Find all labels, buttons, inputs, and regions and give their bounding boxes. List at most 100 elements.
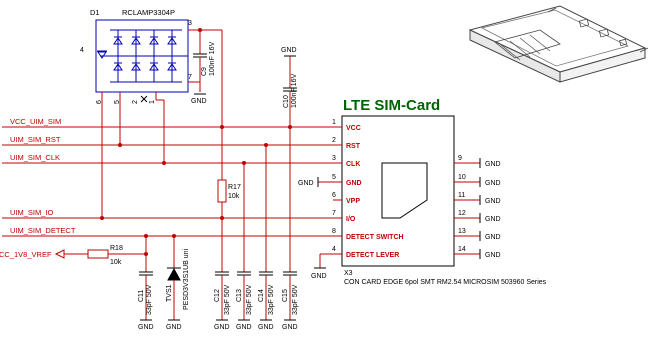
resistor-r17: R17 10k	[217, 127, 241, 218]
gnd-label: GND	[191, 98, 207, 105]
svg-text:10: 10	[458, 174, 466, 181]
right-pin-10: 10 GND	[454, 174, 501, 187]
pin-name-vpp: VPP	[346, 198, 360, 205]
vref-arrow	[54, 249, 65, 259]
diode-column-3	[149, 30, 159, 82]
esd-diode-array: D1 RCLAMP3304P 3	[80, 8, 192, 104]
diode-column-1	[113, 30, 123, 82]
svg-text:11: 11	[458, 192, 465, 199]
net-label-rst: UIM_SIM_RST	[10, 135, 61, 144]
pin-name-io: I/O	[346, 216, 356, 223]
gnd-label: GND	[258, 324, 274, 331]
diode-column-4	[167, 30, 177, 82]
r18-ref: R18	[110, 245, 123, 252]
pin-num: 7	[332, 210, 336, 217]
tvs-diode: GND TVS1 PESD3V3S1UB uni	[166, 236, 190, 331]
c9-value: 100nF 16V	[209, 41, 216, 76]
gnd-label: GND	[236, 324, 252, 331]
net-clk: UIM_SIM_CLK	[2, 153, 333, 165]
capacitor-c10: GND C10 100nF 16V	[281, 47, 298, 127]
gnd-label: GND	[282, 324, 298, 331]
c15-ref: C15	[282, 289, 289, 302]
c10-ref: C10	[283, 95, 290, 108]
sim-connector-3d-drawing	[468, 5, 649, 83]
gnd-label: GND	[166, 324, 182, 331]
connector-title: LTE SIM-Card	[343, 97, 440, 114]
diode-pin-3: 3	[188, 20, 192, 27]
svg-text:GND: GND	[485, 234, 501, 241]
diode-pin-7: 7	[188, 74, 192, 81]
r18-value: 10k	[110, 259, 122, 266]
pin-num: 8	[332, 228, 336, 235]
c10-value: 100nF 16V	[291, 73, 298, 108]
capacitor-c11: GND C11 33pF 50V	[138, 236, 154, 331]
gnd-label: GND	[311, 273, 327, 280]
diode-pin-2: 2	[132, 100, 139, 104]
pin-num: 4	[332, 246, 336, 253]
pin-num: 2	[332, 137, 336, 144]
r17-ref: R17	[228, 184, 241, 191]
net-label-detect: UIM_SIM_DETECT	[10, 226, 76, 235]
pin-num: 1	[332, 119, 336, 126]
capacitor-c9: C9 100nF 16V GND	[191, 28, 216, 105]
right-pin-13: 13 GND	[454, 228, 501, 241]
c13-ref: C13	[236, 289, 243, 302]
diode-pin-5: 5	[114, 100, 121, 104]
gnd-label: GND	[138, 324, 154, 331]
c13-value: 33pF 50V	[246, 284, 253, 315]
svg-text:9: 9	[458, 155, 462, 162]
c12-value: 33pF 50V	[224, 284, 231, 315]
diode-pin-6: 6	[96, 100, 103, 104]
pin-num: 6	[332, 192, 336, 199]
capacitor-c12: GND C12 33pF 50V	[214, 218, 231, 331]
pin-name-clk: CLK	[346, 161, 360, 168]
tvs-part: PESD3V3S1UB uni	[183, 248, 190, 310]
c11-ref: C11	[138, 290, 145, 302]
tvs-ref: TVS1	[166, 284, 173, 302]
sim-card-outline	[381, 162, 428, 219]
pin-num: 3	[332, 155, 336, 162]
svg-text:GND: GND	[485, 180, 501, 187]
capacitor-c13: GND C13 33pF 50V	[236, 163, 253, 331]
gnd-label: GND	[298, 180, 314, 187]
connector-ref: X3	[344, 270, 353, 277]
resistor-r18: VCC_1V8_VREF R18 10k	[0, 245, 148, 266]
diode-pin-1: 1	[149, 100, 156, 104]
pin-name-gnd: GND	[346, 180, 362, 187]
net-io: UIM_SIM_IO	[2, 208, 333, 220]
sim-connector: LTE SIM-Card GND GND 1 VCC 2 RST 3 CLK 5…	[298, 97, 547, 286]
connector-description: CON CARD EDGE 6pol SMT RM2.54 MICROSIM 5…	[344, 279, 547, 286]
svg-text:GND: GND	[485, 161, 501, 168]
net-vcc: VCC_UIM_SIM	[2, 30, 333, 129]
svg-text:14: 14	[458, 246, 466, 253]
net-label-vcc: VCC_UIM_SIM	[10, 117, 61, 126]
net-label-clk: UIM_SIM_CLK	[10, 153, 60, 162]
right-pin-12: 12 GND	[454, 210, 501, 223]
svg-text:13: 13	[458, 228, 466, 235]
c14-ref: C14	[258, 289, 265, 302]
diode-refdes: D1	[90, 8, 100, 17]
gnd-label: GND	[214, 324, 230, 331]
pin-name-vcc: VCC	[346, 125, 361, 132]
net-label-vref: VCC_1V8_VREF	[0, 250, 52, 259]
svg-text:12: 12	[458, 210, 466, 217]
c14-value: 33pF 50V	[268, 284, 275, 315]
pin-name-detect-switch: DETECT SWITCH	[346, 234, 404, 241]
net-label-io: UIM_SIM_IO	[10, 208, 54, 217]
connector-body	[341, 115, 455, 267]
pin-name-detect-lever: DETECT LEVER	[346, 252, 399, 259]
net-rst: UIM_SIM_RST	[2, 135, 333, 147]
right-pin-14: 14 GND	[454, 246, 501, 259]
pin-num: 5	[332, 174, 336, 181]
r17-value: 10k	[228, 193, 240, 200]
svg-text:GND: GND	[485, 198, 501, 205]
right-pin-11: 11 GND	[454, 192, 501, 205]
capacitor-c15: GND C15 33pF 50V	[282, 127, 299, 331]
svg-text:GND: GND	[485, 252, 501, 259]
c15-value: 33pF 50V	[292, 284, 299, 315]
diode-part: RCLAMP3304P	[122, 8, 175, 17]
net-detect: UIM_SIM_DETECT	[2, 226, 333, 238]
diode-pin-4: 4	[80, 47, 84, 54]
c11-value: 33pF 50V	[146, 284, 153, 315]
